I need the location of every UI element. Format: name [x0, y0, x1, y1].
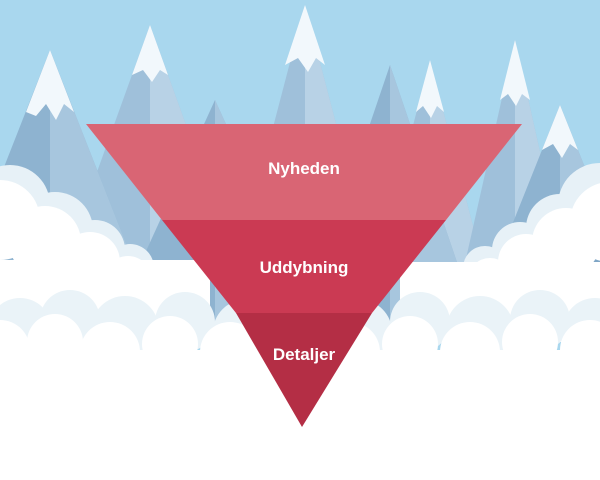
inverted-pyramid: Nyheden Uddybning Detaljer	[86, 124, 522, 427]
mountain-snow	[542, 105, 578, 158]
pyramid-layer-2-label: Uddybning	[260, 258, 349, 277]
mountain-snow	[500, 40, 530, 106]
mountain-snow	[132, 25, 168, 82]
pyramid-layer-3-label: Detaljer	[273, 345, 336, 364]
pyramid-layer-2	[162, 220, 446, 313]
pyramid-layer-1-label: Nyheden	[268, 159, 340, 178]
mountain-snow	[416, 60, 444, 118]
mountain-snow	[26, 50, 74, 120]
pyramid-layer-1	[86, 124, 522, 220]
pyramid-layer-3	[236, 313, 372, 427]
mountain-snow	[285, 5, 325, 72]
